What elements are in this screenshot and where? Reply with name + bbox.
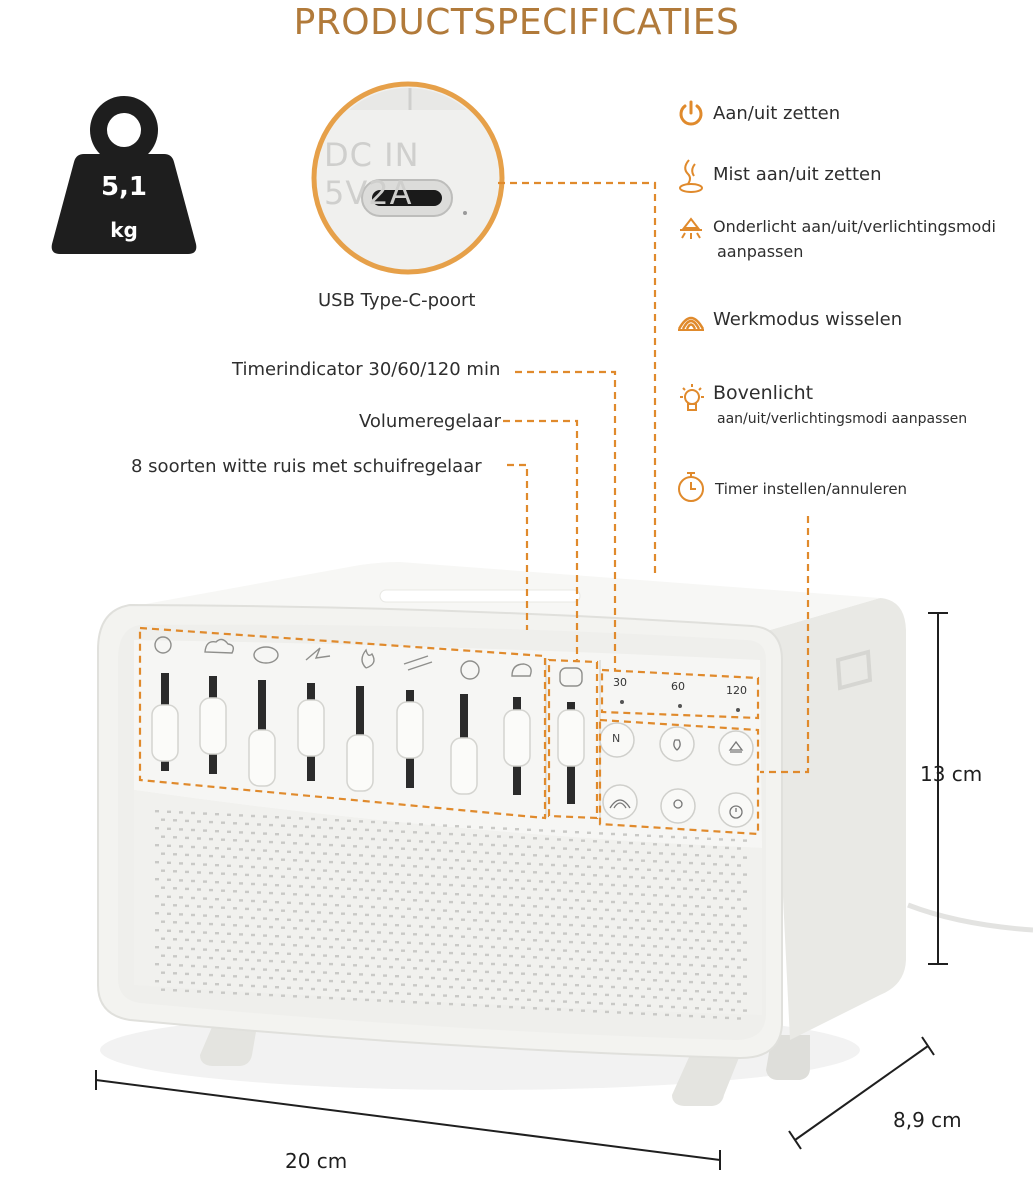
- dimension-depth: 8,9 cm: [893, 1108, 962, 1132]
- timer-mark-30: 30: [613, 676, 627, 689]
- timer-mark-60: 60: [671, 680, 685, 693]
- callout-volume: Volumeregelaar: [359, 411, 501, 432]
- weight-badge: 5,1 kg: [48, 88, 200, 260]
- feature-label-top-light-2: aan/uit/verlichtingsmodi aanpassen: [717, 411, 968, 427]
- weight-unit: kg: [110, 218, 138, 242]
- speaker-grille: [155, 810, 747, 1020]
- feature-label-mode: Werkmodus wisselen: [713, 309, 903, 330]
- button-n-label: N: [612, 732, 621, 745]
- port-zoom: DC IN 5V2A: [310, 80, 506, 276]
- dimension-width: 20 cm: [285, 1149, 348, 1173]
- callout-timer-indicator: Timerindicator 30/60/120 min: [232, 359, 501, 380]
- timer-icon: [678, 472, 704, 502]
- port-label: USB Type-C-poort: [318, 290, 476, 311]
- feature-label-under-light-2: aanpassen: [717, 242, 804, 261]
- callout-sliders: 8 soorten witte ruis met schuifregelaar: [131, 456, 482, 477]
- top-light-icon: [680, 384, 704, 411]
- feature-label-under-light: Onderlicht aan/uit/verlichtingsmodi: [713, 217, 996, 236]
- feature-label-mist: Mist aan/uit zetten: [713, 164, 882, 185]
- under-light-icon: [680, 217, 702, 239]
- slider-knobs: [151, 697, 585, 795]
- mist-icon: [679, 159, 703, 193]
- port-printed-text: DC IN 5V2A: [324, 136, 420, 212]
- control-buttons: [599, 722, 754, 828]
- page-title: PRODUCTSPECIFICATIES: [293, 2, 740, 43]
- power-icon: [679, 100, 703, 126]
- dimension-height: 13 cm: [920, 762, 983, 786]
- feature-label-power: Aan/uit zetten: [713, 103, 841, 124]
- timer-mark-120: 120: [726, 684, 747, 697]
- mode-icon: [677, 316, 705, 331]
- feature-label-top-light: Bovenlicht: [713, 382, 814, 404]
- weight-value: 5,1: [100, 172, 148, 202]
- kettlebell-icon: [51, 96, 197, 254]
- feature-label-timer: Timer instellen/annuleren: [715, 480, 908, 498]
